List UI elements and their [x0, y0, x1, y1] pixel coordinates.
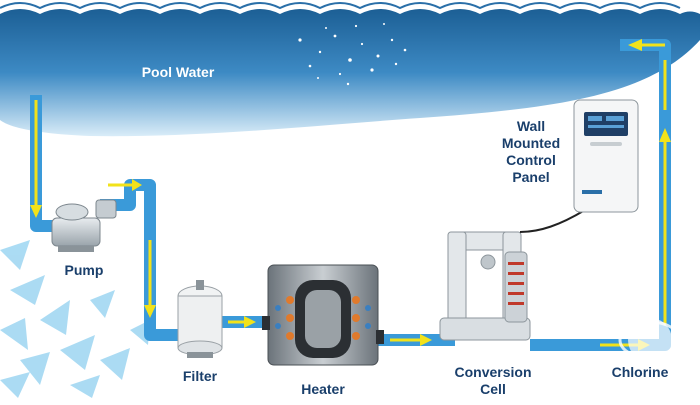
pool-water-label: Pool Water	[141, 64, 215, 80]
conversion-cell-label: Conversion Cell	[438, 364, 548, 398]
heater-illustration	[262, 264, 384, 366]
pool-water	[0, 9, 700, 137]
pump-illustration	[51, 199, 117, 252]
conversion-cell-label-line: Conversion	[454, 364, 532, 380]
control-panel-label-line: Mounted	[501, 135, 561, 151]
pump-label: Pump	[64, 262, 104, 278]
filter-illustration	[177, 280, 223, 358]
control-panel-illustration	[573, 99, 639, 213]
control-panel-label-line: Wall	[516, 118, 546, 134]
control-panel-label-line: Panel	[512, 169, 550, 185]
water-sparkles	[298, 23, 407, 86]
control-panel-label: Wall Mounted Control Panel	[488, 118, 574, 186]
filter-label: Filter	[182, 368, 218, 384]
heater-label: Heater	[301, 381, 345, 397]
control-wire	[519, 209, 586, 233]
chlorine-glow	[618, 318, 682, 362]
chlorine-label: Chlorine	[611, 364, 669, 380]
conversion-cell-label-line: Cell	[480, 381, 506, 397]
flow-arrows	[30, 39, 671, 351]
control-panel-label-line: Control	[506, 152, 556, 168]
water-surface-wave	[0, 2, 681, 10]
conversion-cell-illustration	[439, 231, 531, 341]
